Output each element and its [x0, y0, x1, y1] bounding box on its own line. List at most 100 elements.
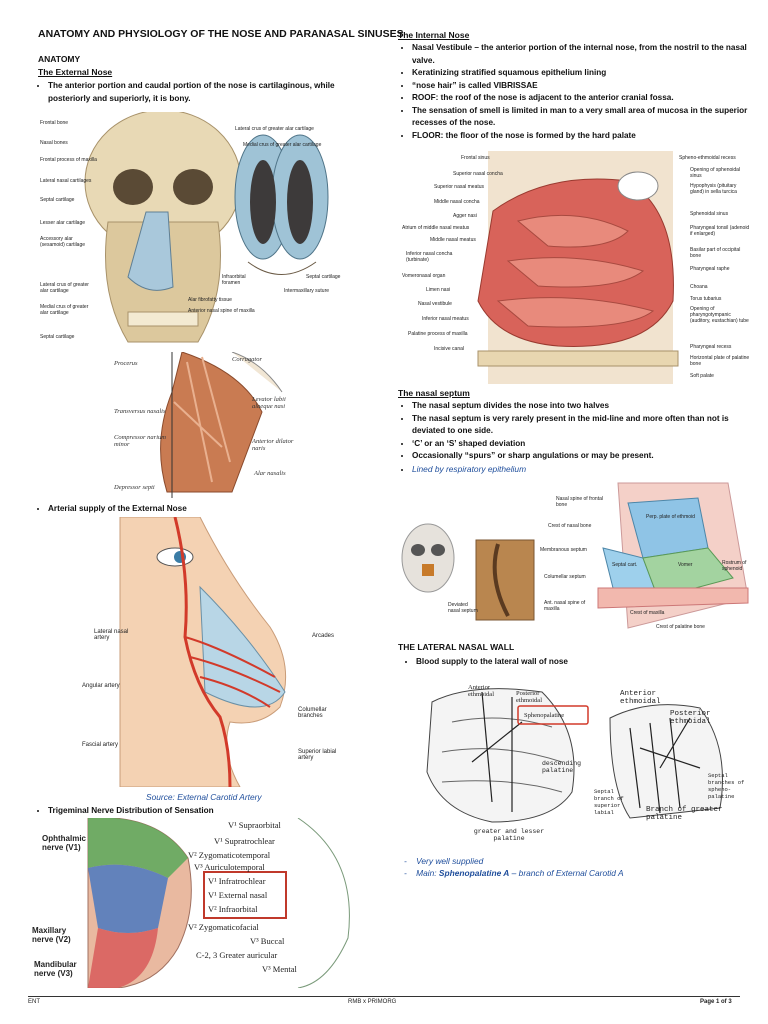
list-item: The anterior portion and caudal portion …: [48, 80, 368, 105]
fig-label: Crest of maxilla: [630, 610, 665, 616]
fig-label: Septal cartilage: [306, 274, 341, 280]
list-item: Keratinizing stratified squamous epithel…: [412, 67, 764, 80]
fig-label: Septal branch of superior labial: [594, 788, 624, 816]
fig-label: Alar nasalis: [254, 470, 286, 477]
fig-label: Lateral nasal artery: [94, 629, 129, 641]
main-suffix: – branch of External Carotid A: [509, 868, 624, 878]
fig-label: Inferior nasal meatus: [422, 316, 469, 322]
fig-label: Nasal bones: [40, 140, 68, 146]
external-bullets: The anterior portion and caudal portion …: [34, 80, 368, 105]
fig-label: Lesser alar cartilage: [40, 220, 86, 226]
fig-label: V³ Auriculotemporal: [194, 862, 265, 872]
fig-label: Lateral crus of greater alar cartilage: [235, 126, 314, 132]
septum-illustration: [401, 482, 749, 629]
fig-label: Superior nasal meatus: [434, 184, 485, 190]
septum-bullets: The nasal septum divides the nose into t…: [398, 400, 764, 476]
trigeminal-figure: Ophthalmic nerve (V1) Maxillary nerve (V…: [28, 818, 368, 988]
fig-label: Choana: [690, 284, 708, 290]
fig-label: Incisive canal: [434, 346, 465, 352]
list-item: Lined by respiratory epithelium: [412, 463, 764, 477]
list-item: The sensation of smell is limited in man…: [412, 105, 764, 130]
fig-label: Posterior ethmoidal: [670, 710, 711, 726]
internal-nose-illustration: [477, 151, 679, 384]
fig-label: Anterior nasal spine of maxilla: [188, 308, 255, 314]
footer-left: ENT: [28, 999, 40, 1005]
fig-label: Posterior ethmoidal: [516, 690, 542, 704]
fig-label: Spheno-ethmoidal recess: [679, 155, 736, 161]
fig-label: Opening of pharyngotympanic (auditory, e…: [690, 306, 749, 324]
fig-label: Columellar branches: [298, 707, 327, 719]
fig-label: V³ Buccal: [250, 936, 285, 946]
fig-label: Intermaxillary suture: [284, 288, 330, 294]
fig-label: Corrugator: [232, 356, 262, 363]
fig-label: Infraorbital foramen: [222, 274, 246, 286]
muscles-illustration: [160, 352, 283, 498]
fig-label: Vomer: [678, 562, 693, 568]
fig-label: Angular artery: [82, 683, 120, 689]
fig-label: Sphenoidal sinus: [690, 211, 729, 217]
fig-label: Levator labii alaeque nasi: [252, 396, 286, 410]
fig-label: Superior labial artery: [298, 749, 337, 761]
fig-label: V² Zygomaticotemporal: [188, 850, 271, 860]
fig-label: Septal cartilage: [40, 197, 75, 203]
dash-item-text: Very well supplied: [416, 856, 484, 866]
list-item: ROOF: the roof of the nose is adjacent t…: [412, 92, 764, 105]
fig-label: Nasal spine of frontal bone: [556, 496, 603, 508]
fig-label: Accessory alar (sesamoid) cartilage: [40, 236, 86, 248]
septal-blood-figure: Anterior ethmoidal Posterior ethmoidal S…: [590, 688, 758, 838]
septum-italic-note: Lined by respiratory epithelium: [412, 463, 527, 474]
internal-bullets: Nasal Vestibule – the anterior portion o…: [398, 42, 764, 142]
list-item: Blood supply to the lateral wall of nose: [416, 656, 766, 669]
dash-item: - Very well supplied: [404, 856, 484, 866]
fig-label: Middle nasal meatus: [430, 237, 476, 243]
fig-label: V¹ Supraorbital: [228, 820, 281, 830]
fig-label: Anterior ethmoidal: [468, 684, 494, 698]
main-prefix: Main:: [416, 868, 439, 878]
fig-label: Septal cart.: [612, 562, 638, 568]
fig-label: Superior nasal concha: [453, 171, 503, 177]
fig-label: Lateral crus of greater alar cartilage: [40, 282, 89, 294]
nasal-septum-figure: Deviated nasal septum Nasal spine of fro…: [398, 478, 758, 638]
fig-label: Anterior dilator naris: [252, 438, 294, 452]
fig-label: V² Zygomaticofacial: [188, 922, 259, 932]
fig-label: Medial crus of greater alar cartilage: [40, 304, 89, 316]
internal-nose-heading: The Internal Nose: [398, 30, 470, 40]
fig-label: Frontal process of maxilla: [40, 157, 97, 163]
lateral-wall-illustration: [426, 688, 589, 823]
page-title: ANATOMY AND PHYSIOLOGY OF THE NOSE AND P…: [38, 28, 404, 40]
trigeminal-illustration: [87, 818, 350, 988]
fig-label: Hypophysis (pituitary gland) in sella tu…: [690, 183, 737, 195]
fig-label: Transversus nasalis: [114, 408, 166, 415]
fig-label: Pharyngeal tonsil (adenoid if enlarged): [690, 225, 750, 237]
list-item: The nasal septum is very rarely present …: [412, 413, 764, 438]
list-item: Occasionally “spurs” or sharp angulation…: [412, 450, 764, 463]
dash-item-main: - Main: Sphenopalatine A – branch of Ext…: [404, 868, 624, 878]
fig-label: Fascial artery: [82, 742, 119, 748]
fig-label: Vomeronasal organ: [402, 273, 446, 279]
fig-label: Lateral nasal cartilages: [40, 178, 92, 184]
fig-label: Torus tubarius: [690, 296, 722, 302]
fig-label: Inferior nasal concha (turbinate): [406, 251, 453, 263]
list-item: The nasal septum divides the nose into t…: [412, 400, 764, 413]
fig-label: V¹ Supratrochlear: [214, 836, 275, 846]
fig-label: Perp. plate of ethmoid: [646, 514, 695, 520]
fig-label: greater and lesser palatine: [473, 828, 545, 842]
list-item: ‘C’ or an ‘S’ shaped deviation: [412, 438, 764, 451]
fig-label: Alar fibrofatty tissue: [188, 297, 232, 303]
fig-label: V² Infraorbital: [208, 904, 258, 914]
fig-label: Branch of greater palatine: [646, 806, 723, 822]
fig-label: Soft palate: [690, 373, 714, 379]
fig-label: V³ Mental: [262, 964, 297, 974]
fig-label: Atrium of middle nasal meatus: [402, 225, 470, 231]
arterial-illustration: [119, 517, 287, 787]
list-item: FLOOR: the floor of the nose is formed b…: [412, 130, 764, 143]
footer-page: Page 1 of 3: [700, 999, 732, 1005]
lateral-wall-heading: THE LATERAL NASAL WALL: [398, 642, 515, 652]
list-item: Arterial supply of the External Nose: [48, 503, 368, 516]
fig-label: Opening of sphenoidal sinus: [690, 167, 741, 179]
fig-label: Pharyngeal recess: [690, 344, 732, 350]
footer-rule: [28, 996, 740, 997]
list-item: Trigeminal Nerve Distribution of Sensati…: [48, 805, 368, 818]
fig-label: Palatine process of maxilla: [408, 331, 468, 337]
arterial-supply-figure: Lateral nasal artery Arcades Angular art…: [80, 517, 358, 787]
